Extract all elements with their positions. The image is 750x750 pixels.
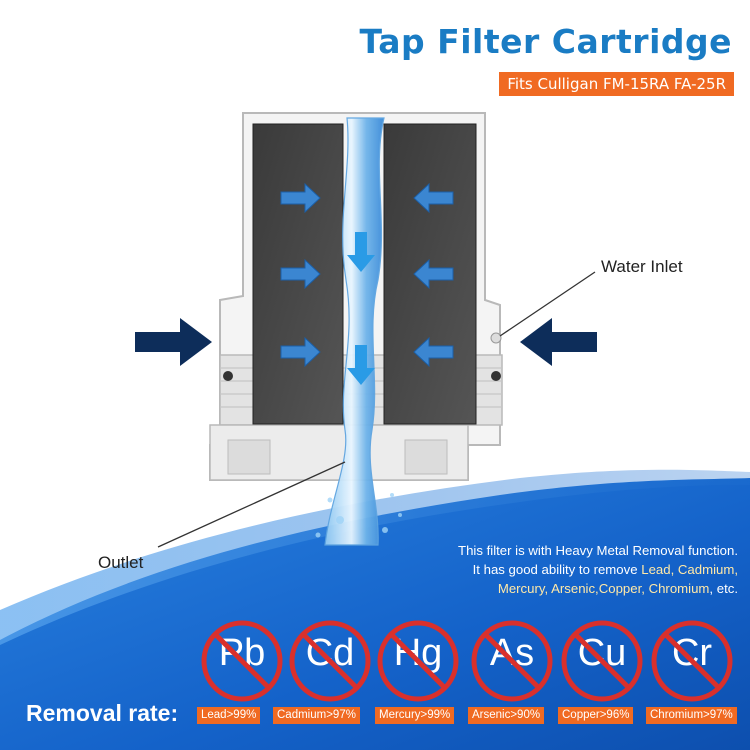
metal-icon-cu: Cu — [558, 617, 646, 705]
prohibition-icon — [471, 620, 553, 702]
prohibition-icon — [377, 620, 459, 702]
info-line-2: It has good ability to remove Lead, Cadm… — [278, 560, 738, 579]
info-line-3-text: , etc. — [709, 581, 738, 596]
rate-tag-cadmium: Cadmium>97% — [273, 707, 360, 724]
metal-symbol: As — [489, 632, 535, 674]
info-line-1: This filter is with Heavy Metal Removal … — [458, 543, 738, 558]
info-highlight-2: Mercury, Arsenic,Copper, Chromium — [497, 581, 710, 596]
metal-symbol: Hg — [393, 632, 443, 674]
removal-rate-label: Removal rate: — [26, 700, 179, 726]
prohibition-icon — [651, 620, 733, 702]
flow-arrow-icon — [135, 318, 597, 366]
blue-wave-background — [0, 478, 750, 750]
metal-icon-pb: Pb — [198, 617, 286, 705]
metal-symbol: Cr — [671, 632, 713, 674]
flow-arrow-icon — [347, 232, 375, 385]
prohibition-icon — [201, 620, 283, 702]
inlet-leader-line — [499, 271, 596, 337]
prohibition-icon — [289, 620, 371, 702]
metal-symbol: Cu — [577, 632, 627, 674]
compatibility-badge: Fits Culligan FM-15RA FA-25R — [499, 72, 734, 96]
rate-tag-copper: Copper>96% — [558, 707, 634, 724]
metal-icon-hg: Hg — [374, 617, 462, 705]
info-line-2-text: It has good ability to remove — [472, 562, 638, 577]
water-stream-icon — [324, 117, 385, 546]
flow-arrow-icon — [280, 182, 454, 368]
page-title: Tap Filter Cartridge — [359, 22, 732, 61]
rate-tag-mercury: Mercury>99% — [375, 707, 455, 724]
metal-symbol: Pb — [218, 632, 266, 674]
rate-tag-arsenic: Arsenic>90% — [468, 707, 545, 724]
outlet-leader-line — [157, 461, 346, 548]
metal-icon-cr: Cr — [648, 617, 736, 705]
heavy-metal-description: This filter is with Heavy Metal Removal … — [278, 541, 738, 598]
info-line-3: Mercury, Arsenic,Copper, Chromium, etc. — [278, 579, 738, 598]
rate-tag-lead: Lead>99% — [197, 707, 261, 724]
outlet-label: Outlet — [98, 553, 144, 572]
prohibition-icon — [561, 620, 643, 702]
metal-symbol: Cd — [305, 632, 355, 674]
metal-icon-as: As — [468, 617, 556, 705]
metal-icon-cd: Cd — [286, 617, 374, 705]
info-highlight-1: Lead, Cadmium, — [641, 562, 738, 577]
water-inlet-label: Water Inlet — [601, 257, 683, 276]
rate-tag-chromium: Chromium>97% — [646, 707, 737, 724]
